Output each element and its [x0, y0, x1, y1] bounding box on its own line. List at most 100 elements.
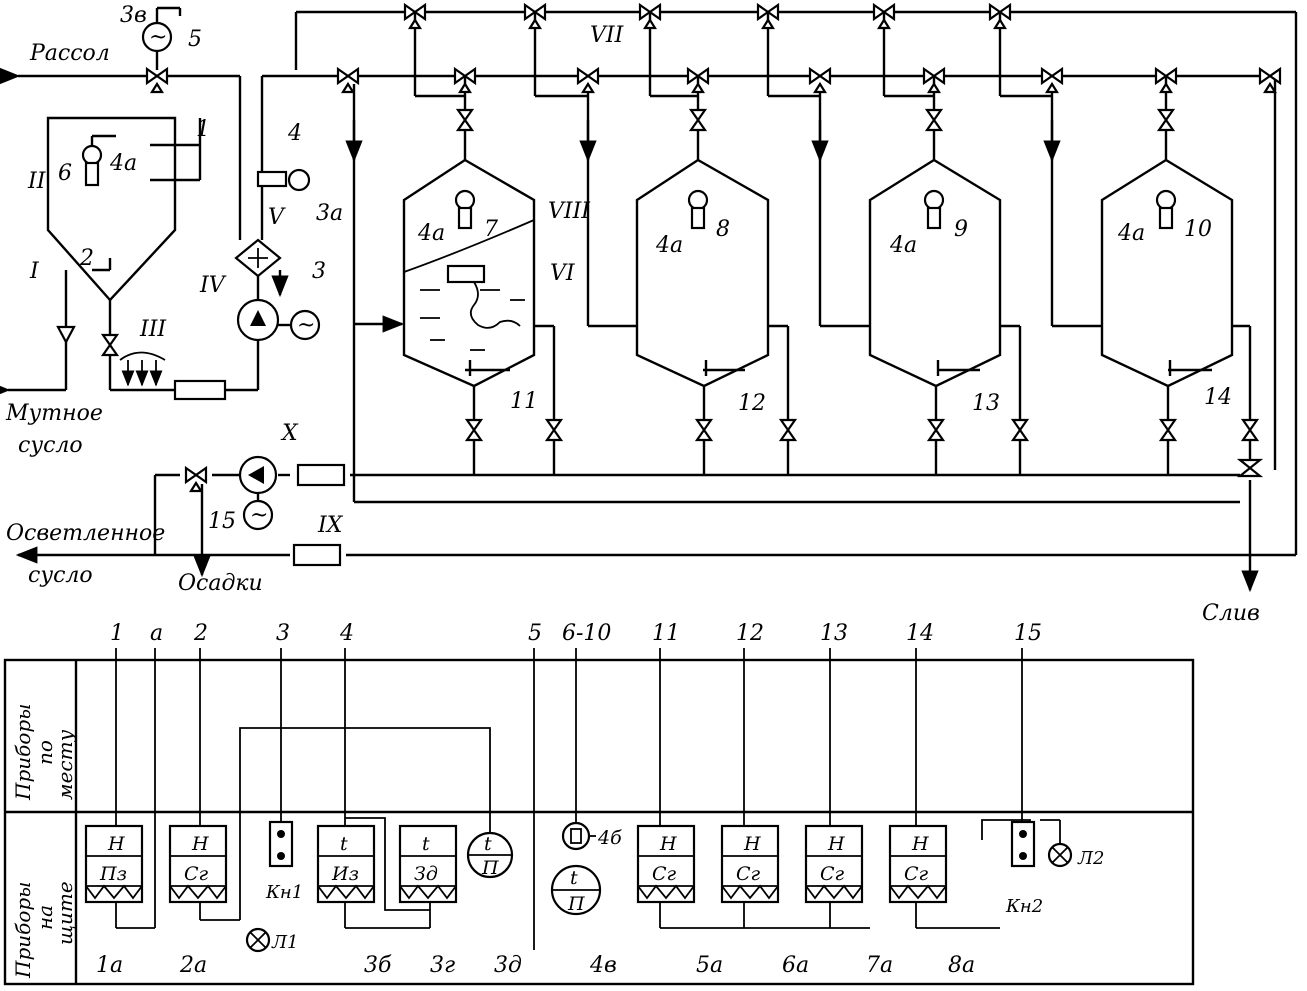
- filter-box-2: [296, 463, 346, 487]
- instrument-box-6-bottom: Сг: [736, 863, 761, 885]
- circle-4v-bottom: П: [567, 893, 585, 915]
- diagram-labels: Рассол Мутное сусло Осветленное сусло Ос…: [5, 3, 1260, 626]
- tag-1: 1: [196, 117, 210, 142]
- valve-h-2: [523, 2, 547, 30]
- panel-top-label-10: 14: [906, 621, 934, 646]
- panel-bottom-label-4: 3д: [494, 953, 522, 978]
- control-panel: Приборы по месту Приборы на щите HПзHСгt…: [3, 621, 1195, 986]
- indicator-4b: [561, 821, 591, 851]
- instrument-box-7: H Сг: [804, 824, 864, 904]
- tag-3v: 3в: [120, 3, 147, 28]
- instrument-box-3-top: t: [340, 833, 348, 855]
- valve-3way-drain: [1236, 458, 1264, 478]
- tag-4a-tank4: 4а: [1117, 221, 1145, 246]
- label-l1: Л1: [271, 932, 298, 953]
- panel-bottom-label-5: 4в: [589, 953, 617, 978]
- instrument-box-5-top: H: [659, 833, 677, 855]
- valve-v-12: [1240, 418, 1260, 442]
- tag-13: 13: [972, 391, 1000, 416]
- pump-X: ~: [238, 455, 278, 531]
- tag-9: 9: [954, 217, 968, 242]
- label-sediment: Осадки: [178, 571, 263, 596]
- tag-2: 2: [79, 246, 94, 271]
- instrument-box-5: HСг: [636, 824, 696, 904]
- valve-h-6: [988, 2, 1012, 30]
- label-turbid-wort-1: Мутное: [5, 401, 103, 426]
- tag-12: 12: [738, 391, 766, 416]
- tag-14: 14: [1204, 385, 1232, 410]
- sensor-4-3a: [256, 168, 311, 192]
- instrument-box-4: tЗд: [398, 824, 458, 904]
- instrument-box-8-bottom: Сг: [904, 863, 929, 885]
- valve-v-11: [1158, 418, 1178, 442]
- valve-h-9: [576, 66, 600, 94]
- instrument-box-2-top: H: [191, 833, 209, 855]
- instrument-box-7-bottom: Сг: [820, 863, 845, 885]
- tag-6: 6: [58, 161, 72, 186]
- panel-bottom-label-0: 1а: [96, 953, 123, 978]
- button-kn2: [1010, 820, 1036, 868]
- tank-4: [1100, 158, 1234, 388]
- lamp-l1: [245, 927, 271, 953]
- panel-bottom-label-7: 6а: [782, 953, 809, 978]
- tag-15: 15: [208, 509, 236, 534]
- instrument-box-3: tИз: [316, 824, 376, 904]
- valve-v-1: [688, 108, 708, 132]
- circle-3d-top: t: [484, 833, 492, 855]
- motor-15: [242, 499, 274, 531]
- instrument-box-4-top: t: [422, 833, 430, 855]
- valve-v-3: [1156, 108, 1176, 132]
- label-X: X: [280, 421, 299, 446]
- tank-1: [402, 158, 536, 388]
- panel-top-label-11: 15: [1014, 621, 1042, 646]
- valve-h-7: [336, 66, 360, 94]
- label-I: I: [29, 259, 40, 284]
- label-drain: Слив: [1202, 601, 1260, 626]
- heat-exchanger-V: [234, 238, 282, 278]
- valve-v-8: [778, 418, 798, 442]
- valve-v-6: [544, 418, 564, 442]
- panel-bottom-label-1: 2а: [179, 953, 207, 978]
- tag-3a: 3а: [316, 201, 343, 226]
- dosing-arrows-III: [119, 351, 166, 387]
- panel-top-label-1: а: [150, 621, 163, 646]
- pump-IV: ~: [236, 298, 321, 342]
- panel-top-label-9: 13: [820, 621, 848, 646]
- valve-h-4: [756, 2, 780, 30]
- label-V: V: [268, 205, 286, 230]
- panel-top-label-2: 2: [193, 621, 208, 646]
- panel-board-label-2: на: [33, 905, 57, 930]
- instrument-box-8-top: H: [911, 833, 929, 855]
- panel-bottom-label-3: 3г: [430, 953, 455, 978]
- panel-field-label-2: по: [33, 740, 57, 765]
- label-l2: Л2: [1077, 848, 1104, 869]
- valves: [100, 2, 1282, 493]
- valve-h-11: [808, 66, 832, 94]
- label-clarified-wort-2: сусло: [28, 563, 93, 588]
- valve-v-5: [464, 418, 484, 442]
- filter-box-1: [173, 379, 227, 401]
- valve-h-0: [145, 66, 169, 94]
- settling-vessel-II: [46, 116, 202, 302]
- panel-bottom-label-2: 3б: [364, 953, 392, 978]
- panel-bottom-label-6: 5а: [696, 953, 723, 978]
- panel-top-label-3: 3: [276, 621, 290, 646]
- svg-text:~: ~: [149, 25, 167, 50]
- piping: [0, 10, 1298, 593]
- tag-4a-vessel: 4а: [109, 151, 137, 176]
- valve-h-12: [922, 66, 946, 94]
- instrument-box-6-top: H: [743, 833, 761, 855]
- panel-top-label-5: 5: [528, 621, 542, 646]
- label-IX: IX: [317, 513, 344, 538]
- tag-8: 8: [716, 217, 730, 242]
- instrument-box-7-top: H: [827, 833, 845, 855]
- instrument-box-3-bottom: Из: [331, 863, 359, 885]
- tag-4a-tank3: 4а: [889, 233, 917, 258]
- valve-v-4: [100, 333, 120, 357]
- instrument-box-4-bottom: Зд: [414, 863, 438, 885]
- panel-top-label-6: 6-10: [562, 621, 611, 646]
- panel-top-label-0: 1: [110, 621, 124, 646]
- label-III: III: [139, 317, 167, 342]
- svg-text:~: ~: [297, 313, 315, 338]
